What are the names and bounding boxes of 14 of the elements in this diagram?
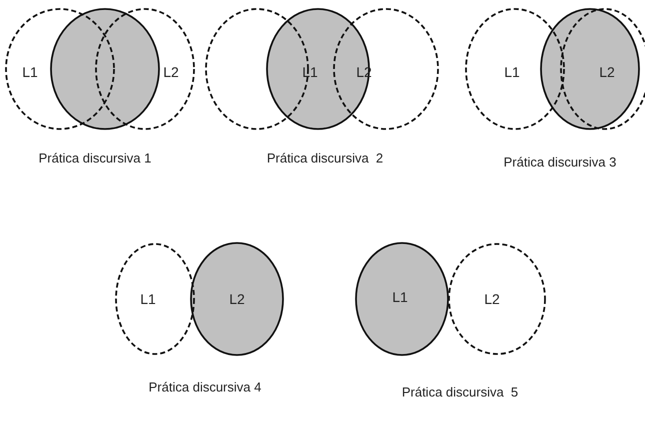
set-label: L2 [599, 64, 615, 80]
set-label: L1 [504, 64, 520, 80]
set-label: L1 [302, 64, 318, 80]
set-label: L2 [484, 291, 500, 307]
caption: Prática discursiva 4 [148, 380, 262, 394]
set-label: L2 [229, 291, 245, 307]
set-label: L1 [140, 291, 156, 307]
caption: Prática discursiva 3 [504, 154, 616, 170]
caption: Prática discursiva 1 [38, 150, 152, 166]
set-label: L2 [163, 64, 179, 80]
caption: Prática discursiva 2 [266, 150, 384, 166]
set-label: L1 [22, 64, 38, 80]
caption: Prática discursiva 5 [402, 384, 518, 400]
set-label: L1 [392, 289, 408, 305]
